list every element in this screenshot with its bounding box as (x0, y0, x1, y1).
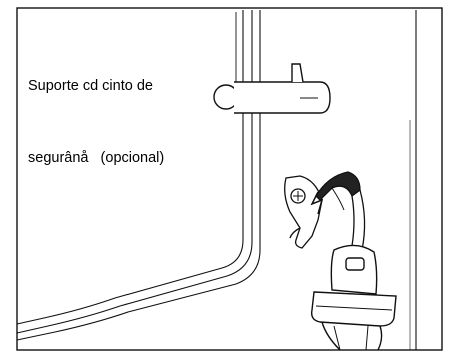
callout-caption: Suporte cd cinto de segurânå (opcional) (28, 26, 208, 218)
door-window-frame (16, 10, 261, 341)
diagram-frame (16, 7, 443, 351)
door-edge-line (409, 10, 417, 350)
caption-line-2: segurânå (opcional) (28, 150, 165, 166)
belt-holder-bracket (213, 63, 331, 114)
caption-line-1: Suporte cd cinto de (28, 78, 153, 94)
belt-latch-plate (310, 244, 397, 351)
seat-belt-webbing (310, 171, 366, 251)
latch-mount (284, 175, 323, 249)
